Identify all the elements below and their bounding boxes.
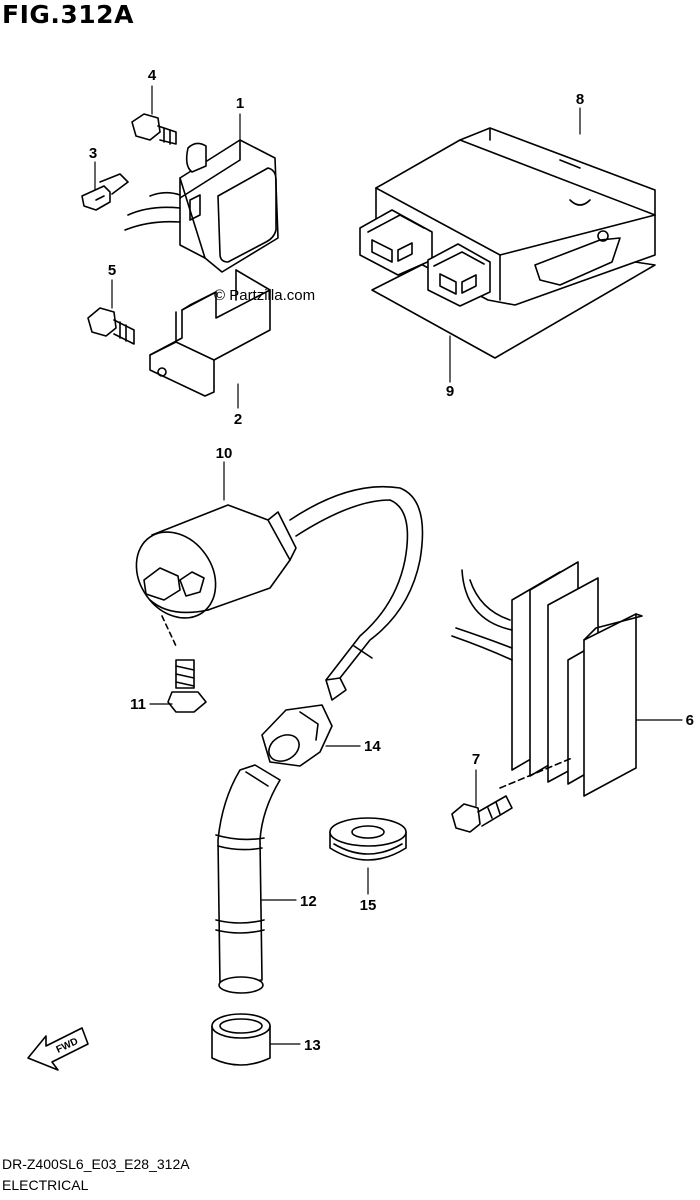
label-part-14: 14 <box>364 738 381 755</box>
part-6-leader-dash <box>499 757 573 789</box>
label-part-9: 9 <box>446 383 454 400</box>
label-part-10: 10 <box>216 445 233 462</box>
label-part-5: 5 <box>108 262 116 279</box>
label-part-4: 4 <box>148 67 157 84</box>
label-part-2: 2 <box>234 411 242 428</box>
part-13-cap[interactable] <box>211 1013 271 1066</box>
label-part-7: 7 <box>472 751 480 768</box>
part-5-bolt[interactable] <box>87 307 135 345</box>
label-part-13: 13 <box>304 1037 321 1054</box>
label-part-6: 6 <box>686 712 694 729</box>
part-2-bracket[interactable] <box>149 269 271 397</box>
part-7-bolt[interactable] <box>451 795 513 833</box>
part-labels: 1 2 3 4 5 6 7 8 9 10 11 12 13 14 15 <box>89 67 694 1054</box>
diagram-category: ELECTRICAL <box>2 1177 89 1193</box>
label-part-12: 12 <box>300 893 317 910</box>
part-15-grommet[interactable] <box>329 817 407 861</box>
part-3-clip[interactable] <box>81 173 129 211</box>
label-part-15: 15 <box>360 897 377 914</box>
part-10-ignition-coil[interactable] <box>120 485 424 701</box>
diagram-code: DR-Z400SL6_E03_E28_312A <box>2 1156 190 1172</box>
label-part-1: 1 <box>236 95 244 112</box>
part-14-connector[interactable] <box>261 704 333 767</box>
part-11-bolt[interactable] <box>167 659 207 713</box>
part-10-leader <box>161 615 177 647</box>
label-part-11: 11 <box>130 696 146 713</box>
part-1-relay[interactable] <box>124 139 279 273</box>
part-6-regulator[interactable] <box>451 561 643 797</box>
leader-lines <box>94 85 683 1045</box>
figure-title: FIG.312A <box>2 0 134 29</box>
part-8-cdi-unit[interactable] <box>359 127 656 307</box>
label-part-8: 8 <box>576 91 584 108</box>
part-12-plug-cap[interactable] <box>215 764 281 994</box>
label-part-3: 3 <box>89 145 97 162</box>
part-4-bolt[interactable] <box>131 113 177 145</box>
fwd-arrow-icon <box>27 1027 89 1071</box>
watermark-text: © Partzilla.com <box>214 287 315 304</box>
